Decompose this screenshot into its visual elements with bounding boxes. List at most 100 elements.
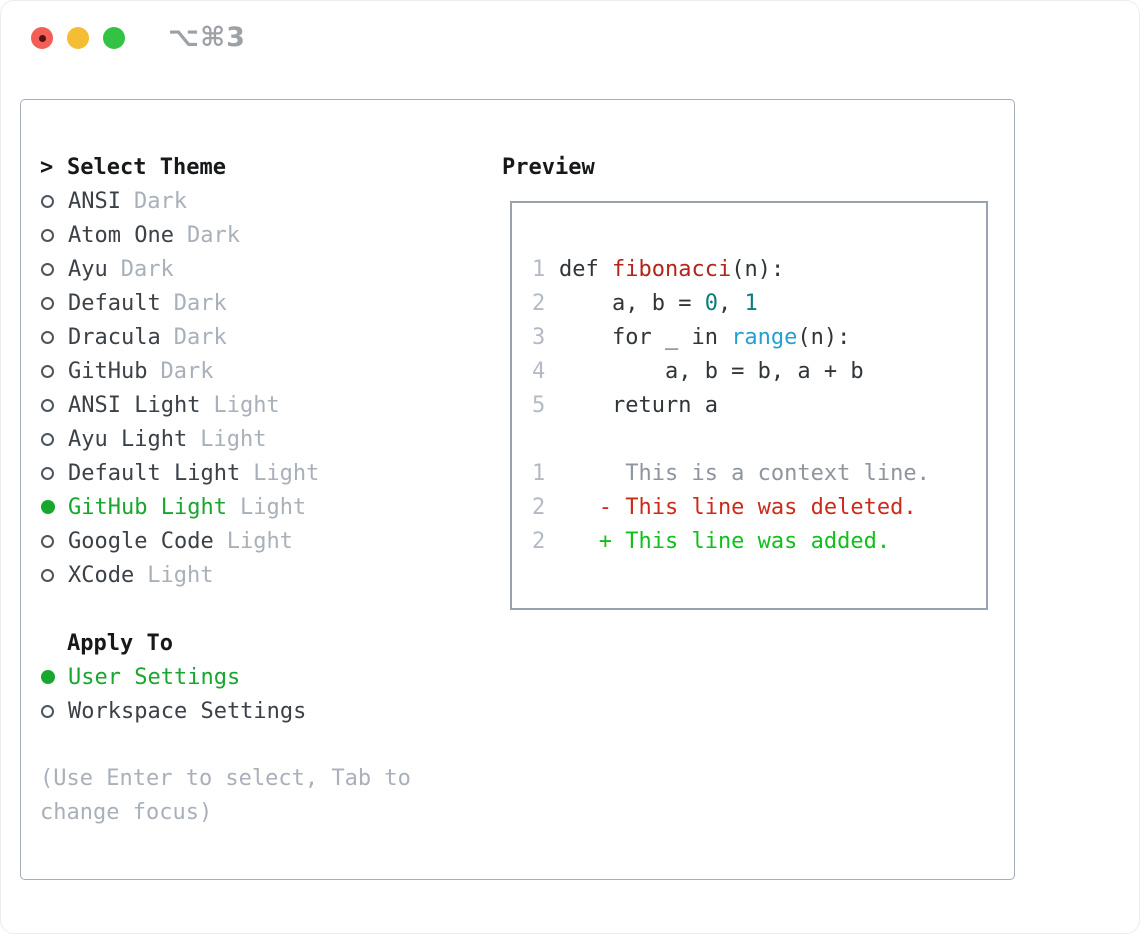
radio-icon [41,296,54,310]
theme-option-xcode[interactable]: XCode Light [40,558,502,592]
theme-variant-tag: Dark [173,290,227,316]
theme-option-dracula[interactable]: Dracula Dark [40,320,502,354]
theme-variant-tag: Light [147,562,214,588]
select-theme-header: Select Theme [67,154,226,180]
apply-option-label: User Settings [68,664,241,690]
select-theme-header-row: > Select Theme [40,150,502,184]
line-number: 3 [532,324,546,350]
titlebar: ⌥⌘3 [1,1,1139,73]
diff-text: - This line was deleted. [559,494,917,520]
line-number: 1 [532,256,546,282]
radio-icon [41,466,54,480]
code-line: 5 return a [532,388,986,422]
theme-name: ANSI [68,188,121,214]
theme-variant-tag: Dark [133,188,187,214]
theme-option-ansi-light[interactable]: ANSI Light Light [40,388,502,422]
theme-option-github[interactable]: GitHub Dark [40,354,502,388]
radio-icon [41,704,54,718]
line-number: 2 [532,290,546,316]
radio-icon [41,534,54,548]
apply-option-user-settings[interactable]: User Settings [40,660,502,694]
theme-name: ANSI Light [68,392,201,418]
theme-variant-tag: Light [226,528,293,554]
code-line: 4 a, b = b, a + b [532,354,986,388]
line-number: 2 [532,528,546,554]
theme-variant-tag: Dark [173,324,227,350]
theme-option-default-light[interactable]: Default Light Light [40,456,502,490]
theme-option-ayu[interactable]: Ayu Dark [40,252,502,286]
theme-name: Ayu [68,256,108,282]
radio-selected-icon [41,670,55,684]
theme-name: GitHub Light [68,494,227,520]
apply-option-label: Workspace Settings [68,698,307,724]
radio-icon [41,568,54,582]
code-line: 1 def fibonacci(n): [532,252,986,286]
radio-selected-icon [41,500,55,514]
traffic-lights [31,27,125,49]
preview-header-row: Preview [502,150,1014,184]
apply-to-header-row: Apply To [40,626,502,660]
code-text: return a [559,392,718,418]
zoom-button[interactable] [103,27,125,49]
code-line: 2 a, b = 0, 1 [532,286,986,320]
code-text: a, b = b, a + b [559,358,864,384]
radio-icon [41,330,54,344]
theme-name: Ayu Light [68,426,188,452]
theme-variant-tag: Dark [120,256,174,282]
theme-name: GitHub [68,358,148,384]
close-dot-icon [38,34,46,42]
radio-icon [41,432,54,446]
preview-header: Preview [502,154,595,180]
line-number: 5 [532,392,546,418]
code-text: a, b = 0, 1 [559,290,758,316]
close-button[interactable] [31,27,53,49]
diff-line-context: 1 This is a context line. [532,456,986,490]
diff-text: + This line was added. [559,528,891,554]
diff-line-deleted: 2 - This line was deleted. [532,490,986,524]
gap [40,592,502,626]
radio-icon [41,194,54,208]
diff-preview: 1 This is a context line.2 - This line w… [532,456,986,558]
hint-text: (Use Enter to select, Tab to change focu… [40,766,411,825]
theme-name: Default [68,290,161,316]
theme-option-default[interactable]: Default Dark [40,286,502,320]
theme-variant-tag: Dark [160,358,214,384]
theme-option-github-light[interactable]: GitHub Light Light [40,490,502,524]
radio-icon [41,228,54,242]
line-number: 4 [532,358,546,384]
theme-variant-tag: Light [213,392,280,418]
theme-name: Default Light [68,460,241,486]
code-text: for _ in range(n): [559,324,851,350]
theme-name: Atom One [68,222,174,248]
theme-name: Dracula [68,324,161,350]
code-line: 3 for _ in range(n): [532,320,986,354]
diff-text: This is a context line. [559,460,930,486]
apply-option-workspace-settings[interactable]: Workspace Settings [40,694,502,728]
theme-variant-tag: Light [239,494,307,520]
theme-name: XCode [68,562,135,588]
window-title: ⌥⌘3 [168,22,246,53]
apply-to-header: Apply To [67,630,173,656]
line-number: 2 [532,494,546,520]
theme-variant-tag: Light [200,426,267,452]
theme-option-ayu-light[interactable]: Ayu Light Light [40,422,502,456]
theme-variant-tag: Light [253,460,320,486]
radio-icon [41,398,54,412]
diff-line-added: 2 + This line was added. [532,524,986,558]
minimize-button[interactable] [67,27,89,49]
line-number: 1 [532,460,546,486]
gap [532,422,986,456]
theme-option-ansi[interactable]: ANSI Dark [40,184,502,218]
code-text: def fibonacci(n): [559,256,785,282]
radio-icon [41,262,54,276]
